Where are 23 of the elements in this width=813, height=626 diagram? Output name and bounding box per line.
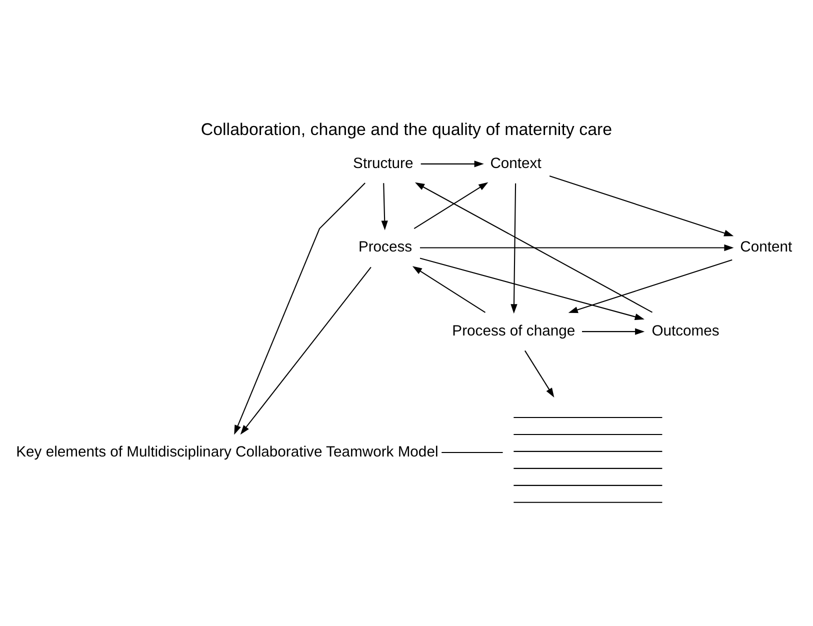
arrow [420, 258, 644, 320]
arrow [414, 182, 653, 313]
arrow [510, 183, 518, 314]
arrow [420, 160, 484, 168]
arrow [240, 266, 372, 435]
arrow [568, 259, 732, 314]
arrow [582, 328, 645, 335]
node-text: Key elements of Multidisciplinary Collaborative Teamwork Model [16, 444, 438, 460]
arrow [420, 244, 734, 252]
arrow [381, 183, 388, 230]
arrow [524, 350, 554, 398]
node-text: Structure [353, 156, 414, 172]
arrow [414, 182, 488, 230]
connector [442, 452, 503, 454]
node-text: Process [358, 240, 412, 256]
node-text: Context [490, 156, 542, 172]
diagram-title: Collaboration, change and the quality of maternity care [200, 120, 612, 140]
node-text: Process of change [452, 323, 576, 340]
arrow [549, 176, 734, 236]
node-text: Content [740, 240, 792, 256]
node-text: Outcomes [652, 323, 720, 340]
arrow [234, 182, 366, 435]
arrow [412, 266, 486, 313]
